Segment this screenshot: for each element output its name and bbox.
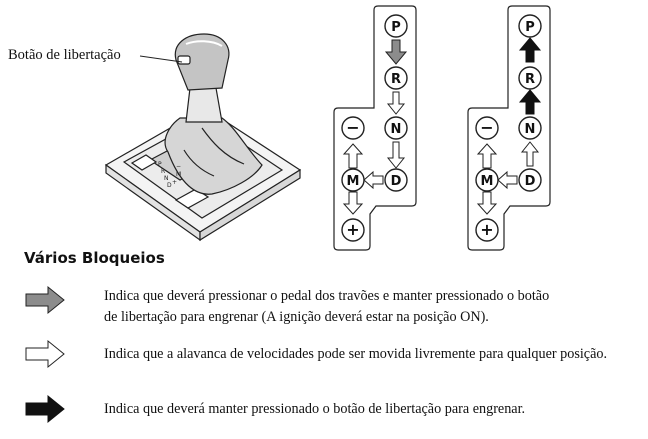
- gear-position-r: [518, 66, 542, 90]
- gear-plus: +: [346, 220, 359, 239]
- gear-letter: D: [525, 174, 536, 189]
- gear-position-minus: [341, 116, 365, 140]
- black-arrow: [518, 89, 542, 115]
- white-arrow: [386, 91, 406, 115]
- gear-position-n: [384, 116, 408, 140]
- console-mark: P: [158, 161, 162, 168]
- legend-title: Vários Bloqueios: [24, 249, 165, 267]
- gear-position-plus: [475, 218, 499, 242]
- gear-plus: +: [480, 220, 493, 239]
- console-mark: −: [176, 163, 181, 170]
- gear-minus: −: [346, 118, 359, 137]
- legend-item-white: Indica que a alavanca de velocidades pod…: [104, 346, 608, 362]
- white-arrow: [476, 143, 498, 215]
- gear-letter: P: [525, 20, 535, 35]
- legend-item-gray: Indica que deverá pressionar o pedal dos…: [104, 286, 624, 328]
- gear-letter: N: [391, 122, 402, 137]
- shift-gate-right: P R N D M − +: [467, 5, 551, 251]
- legend-item-black: Indica que deverá manter pressionado o b…: [104, 401, 526, 417]
- gear-position-m: [475, 168, 499, 192]
- gear-letter: N: [525, 122, 536, 137]
- legend-text-line: Indica que deverá pressionar o pedal dos…: [104, 288, 550, 304]
- gray-arrow: [384, 39, 408, 65]
- console-mark: N: [164, 175, 169, 182]
- legend-gray-arrow-icon: [25, 285, 65, 315]
- legend-text-line: de libertação para engrenar (A ignição d…: [104, 309, 489, 325]
- release-button-label: Botão de libertação: [8, 47, 121, 63]
- gear-position-d: [518, 168, 542, 192]
- gear-letter: R: [525, 72, 535, 87]
- gear-position-minus: [475, 116, 499, 140]
- gear-letter: P: [391, 20, 401, 35]
- white-arrow: [363, 170, 384, 190]
- white-arrow: [386, 141, 406, 169]
- gear-position-m: [341, 168, 365, 192]
- white-arrow: [342, 143, 364, 215]
- console-mark: M: [176, 171, 181, 178]
- console-marks: P R N D M + −: [158, 161, 181, 189]
- legend-black-arrow-icon: [25, 394, 65, 424]
- gear-letter: M: [347, 174, 360, 189]
- black-arrow: [518, 37, 542, 63]
- gear-position-d: [384, 168, 408, 192]
- white-arrow: [520, 141, 540, 167]
- gear-position-r: [384, 66, 408, 90]
- console-mark: +: [172, 179, 177, 186]
- gear-position-plus: [341, 218, 365, 242]
- gear-position-n: [518, 116, 542, 140]
- legend-white-arrow-icon: [25, 339, 65, 369]
- gear-letter: D: [391, 174, 402, 189]
- gear-position-p: [384, 14, 408, 38]
- white-arrow: [497, 170, 518, 190]
- callout-leader-line: [139, 55, 183, 63]
- console-mark: D: [167, 182, 172, 189]
- gear-lever-illustration: [104, 33, 302, 242]
- console-mark: R: [161, 168, 165, 175]
- shift-gate-left: P R N D M − +: [333, 5, 417, 251]
- gear-letter: R: [391, 72, 401, 87]
- gear-letter: M: [481, 174, 494, 189]
- gear-position-p: [518, 14, 542, 38]
- gear-minus: −: [480, 118, 493, 137]
